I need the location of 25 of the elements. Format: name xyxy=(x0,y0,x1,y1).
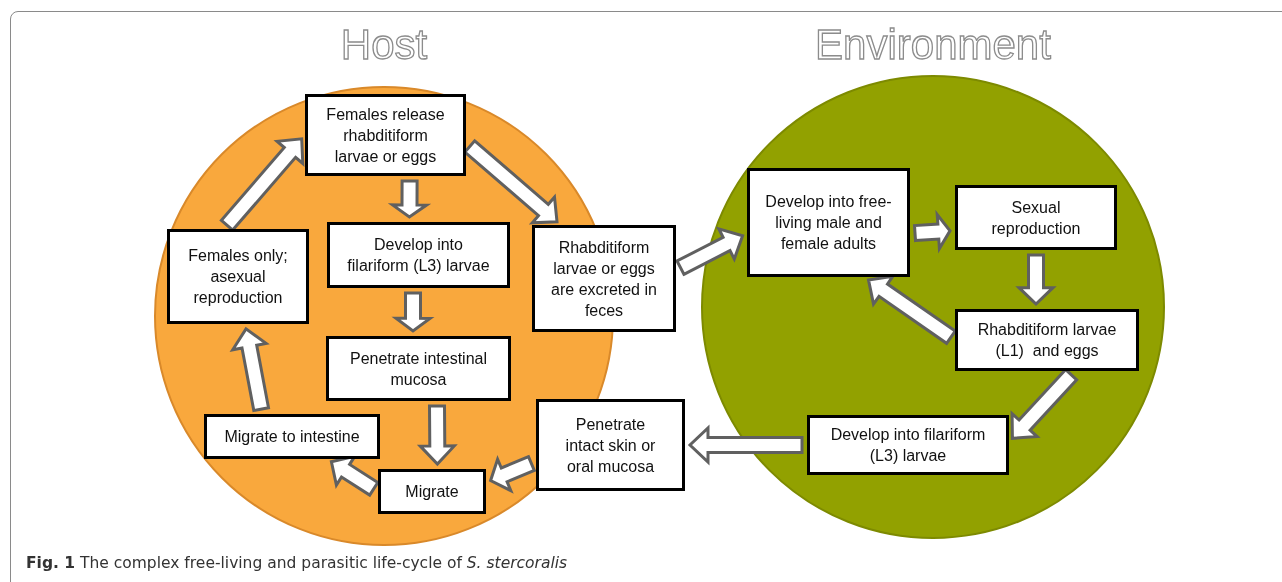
block-arrow xyxy=(866,274,958,346)
region-heading: Environment xyxy=(814,20,1053,70)
process-box: Penetrate intact skin or oral mucosa xyxy=(536,399,685,491)
process-box: Migrate xyxy=(378,469,486,514)
process-box: Rhabditiform larvae (L1) and eggs xyxy=(955,309,1139,371)
process-box: Rhabditiform larvae or eggs are excreted in feces xyxy=(532,225,676,332)
block-arrow xyxy=(416,404,458,467)
figure-caption: Fig. 1 The complex free-living and parasitic life-cycle of S. stercoralis xyxy=(26,554,568,572)
block-arrow xyxy=(229,326,271,413)
block-arrow xyxy=(391,291,435,333)
block-arrow xyxy=(687,424,804,466)
block-arrow xyxy=(1015,253,1057,307)
block-arrow xyxy=(674,226,745,277)
block-arrow xyxy=(488,454,537,494)
region-heading: Host xyxy=(339,20,429,70)
block-arrow xyxy=(912,209,952,254)
process-box: Sexual reproduction xyxy=(955,185,1117,250)
process-box: Penetrate intestinal mucosa xyxy=(326,336,511,401)
block-arrow xyxy=(387,179,432,219)
process-box: Develop into free-living male and female adults xyxy=(747,168,910,277)
process-box: Migrate to intestine xyxy=(204,414,380,459)
process-box: Develop into filariform (L3) larvae xyxy=(807,415,1009,475)
process-box: Females release rhabditiform larvae or eggs xyxy=(305,94,466,176)
process-box: Females only; asexual reproduction xyxy=(167,229,309,324)
process-box: Develop into filariform (L3) larvae xyxy=(327,222,510,288)
